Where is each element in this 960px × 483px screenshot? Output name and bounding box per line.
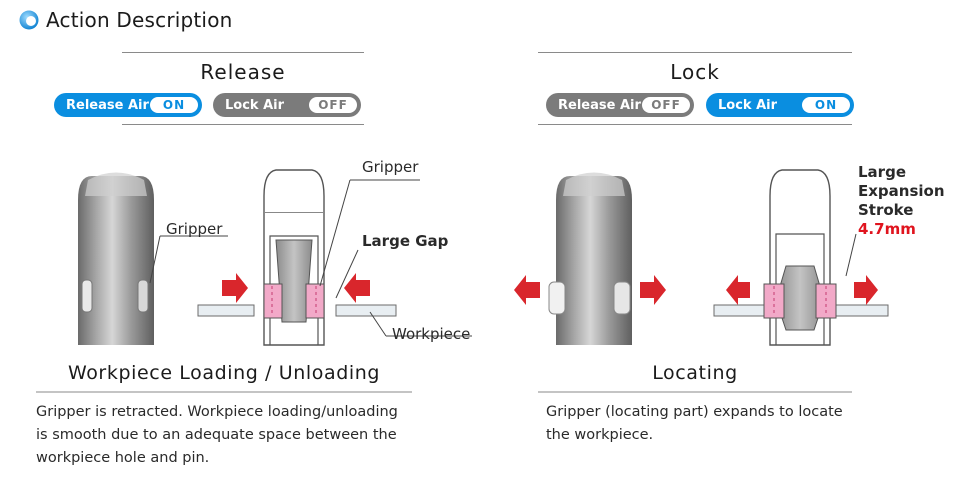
arrow-left-icon [344,273,370,303]
leader-line [335,249,359,299]
stroke-line: Expansion [858,182,945,200]
lock-description: Gripper (locating part) expands to locat… [546,401,876,447]
lock-air-toggle[interactable]: Lock Air ON [706,93,854,117]
divider [122,52,364,53]
arrow-right-icon [640,275,666,305]
stroke-line: Stroke [858,201,914,219]
gripper-left-release [263,283,283,319]
lock-title: Lock [670,60,720,84]
large-gap-label: Large Gap [362,232,449,250]
gripper-label: Gripper [166,220,223,238]
pin-section-release [263,169,325,346]
header: Action Description [18,8,233,32]
arrow-left-icon [514,275,540,305]
gripper-right-release [305,283,325,319]
leader-line [845,233,857,277]
arrow-right-icon [854,275,878,305]
release-air-state: ON [150,97,198,113]
release-air-toggle[interactable]: Release Air ON [54,93,202,117]
lock-air-state: OFF [309,97,357,113]
desc-line: Gripper (locating part) expands to locat… [546,404,843,420]
leader-line [319,179,351,287]
arrow-left-icon [726,275,750,305]
stroke-line: Large [858,163,906,181]
workpiece-right [335,304,397,317]
release-air-label: Release Air [66,97,149,113]
release-title: Release [200,60,286,84]
divider [122,124,364,125]
lock-section-title: Locating [652,362,738,384]
stroke-label: Large Expansion Stroke 4.7mm [858,163,945,239]
page-title: Action Description [46,8,233,32]
pin-section-lock [763,169,837,346]
workpiece-left [197,304,255,317]
release-description: Gripper is retracted. Workpiece loading/… [36,401,436,470]
desc-line: Gripper is retracted. Workpiece loading/… [36,404,398,420]
stroke-value: 4.7mm [858,220,916,238]
workpiece-right [831,304,889,317]
desc-line: workpiece hole and pin. [36,450,210,466]
divider [538,52,852,53]
lock-air-label: Lock Air [718,97,778,113]
pin-photo-release [78,172,154,345]
leader-line [149,235,161,284]
desc-line: is smooth due to an adequate space betwe… [36,427,397,443]
desc-line: the workpiece. [546,427,654,443]
lock-air-toggle[interactable]: Lock Air OFF [213,93,361,117]
arrow-right-icon [222,273,248,303]
bullet-circle-icon [19,10,39,30]
release-section-title: Workpiece Loading / Unloading [67,362,381,384]
divider [538,124,852,125]
workpiece-left [713,304,771,317]
release-air-label: Release Air [558,97,641,113]
release-air-toggle[interactable]: Release Air OFF [546,93,694,117]
leader-line [369,311,387,337]
lock-air-label: Lock Air [225,97,285,113]
release-air-state: OFF [642,97,690,113]
pin-photo-lock [548,172,632,345]
lock-air-state: ON [802,97,850,113]
gripper-label: Gripper [362,158,419,176]
workpiece-label: Workpiece [392,325,471,343]
